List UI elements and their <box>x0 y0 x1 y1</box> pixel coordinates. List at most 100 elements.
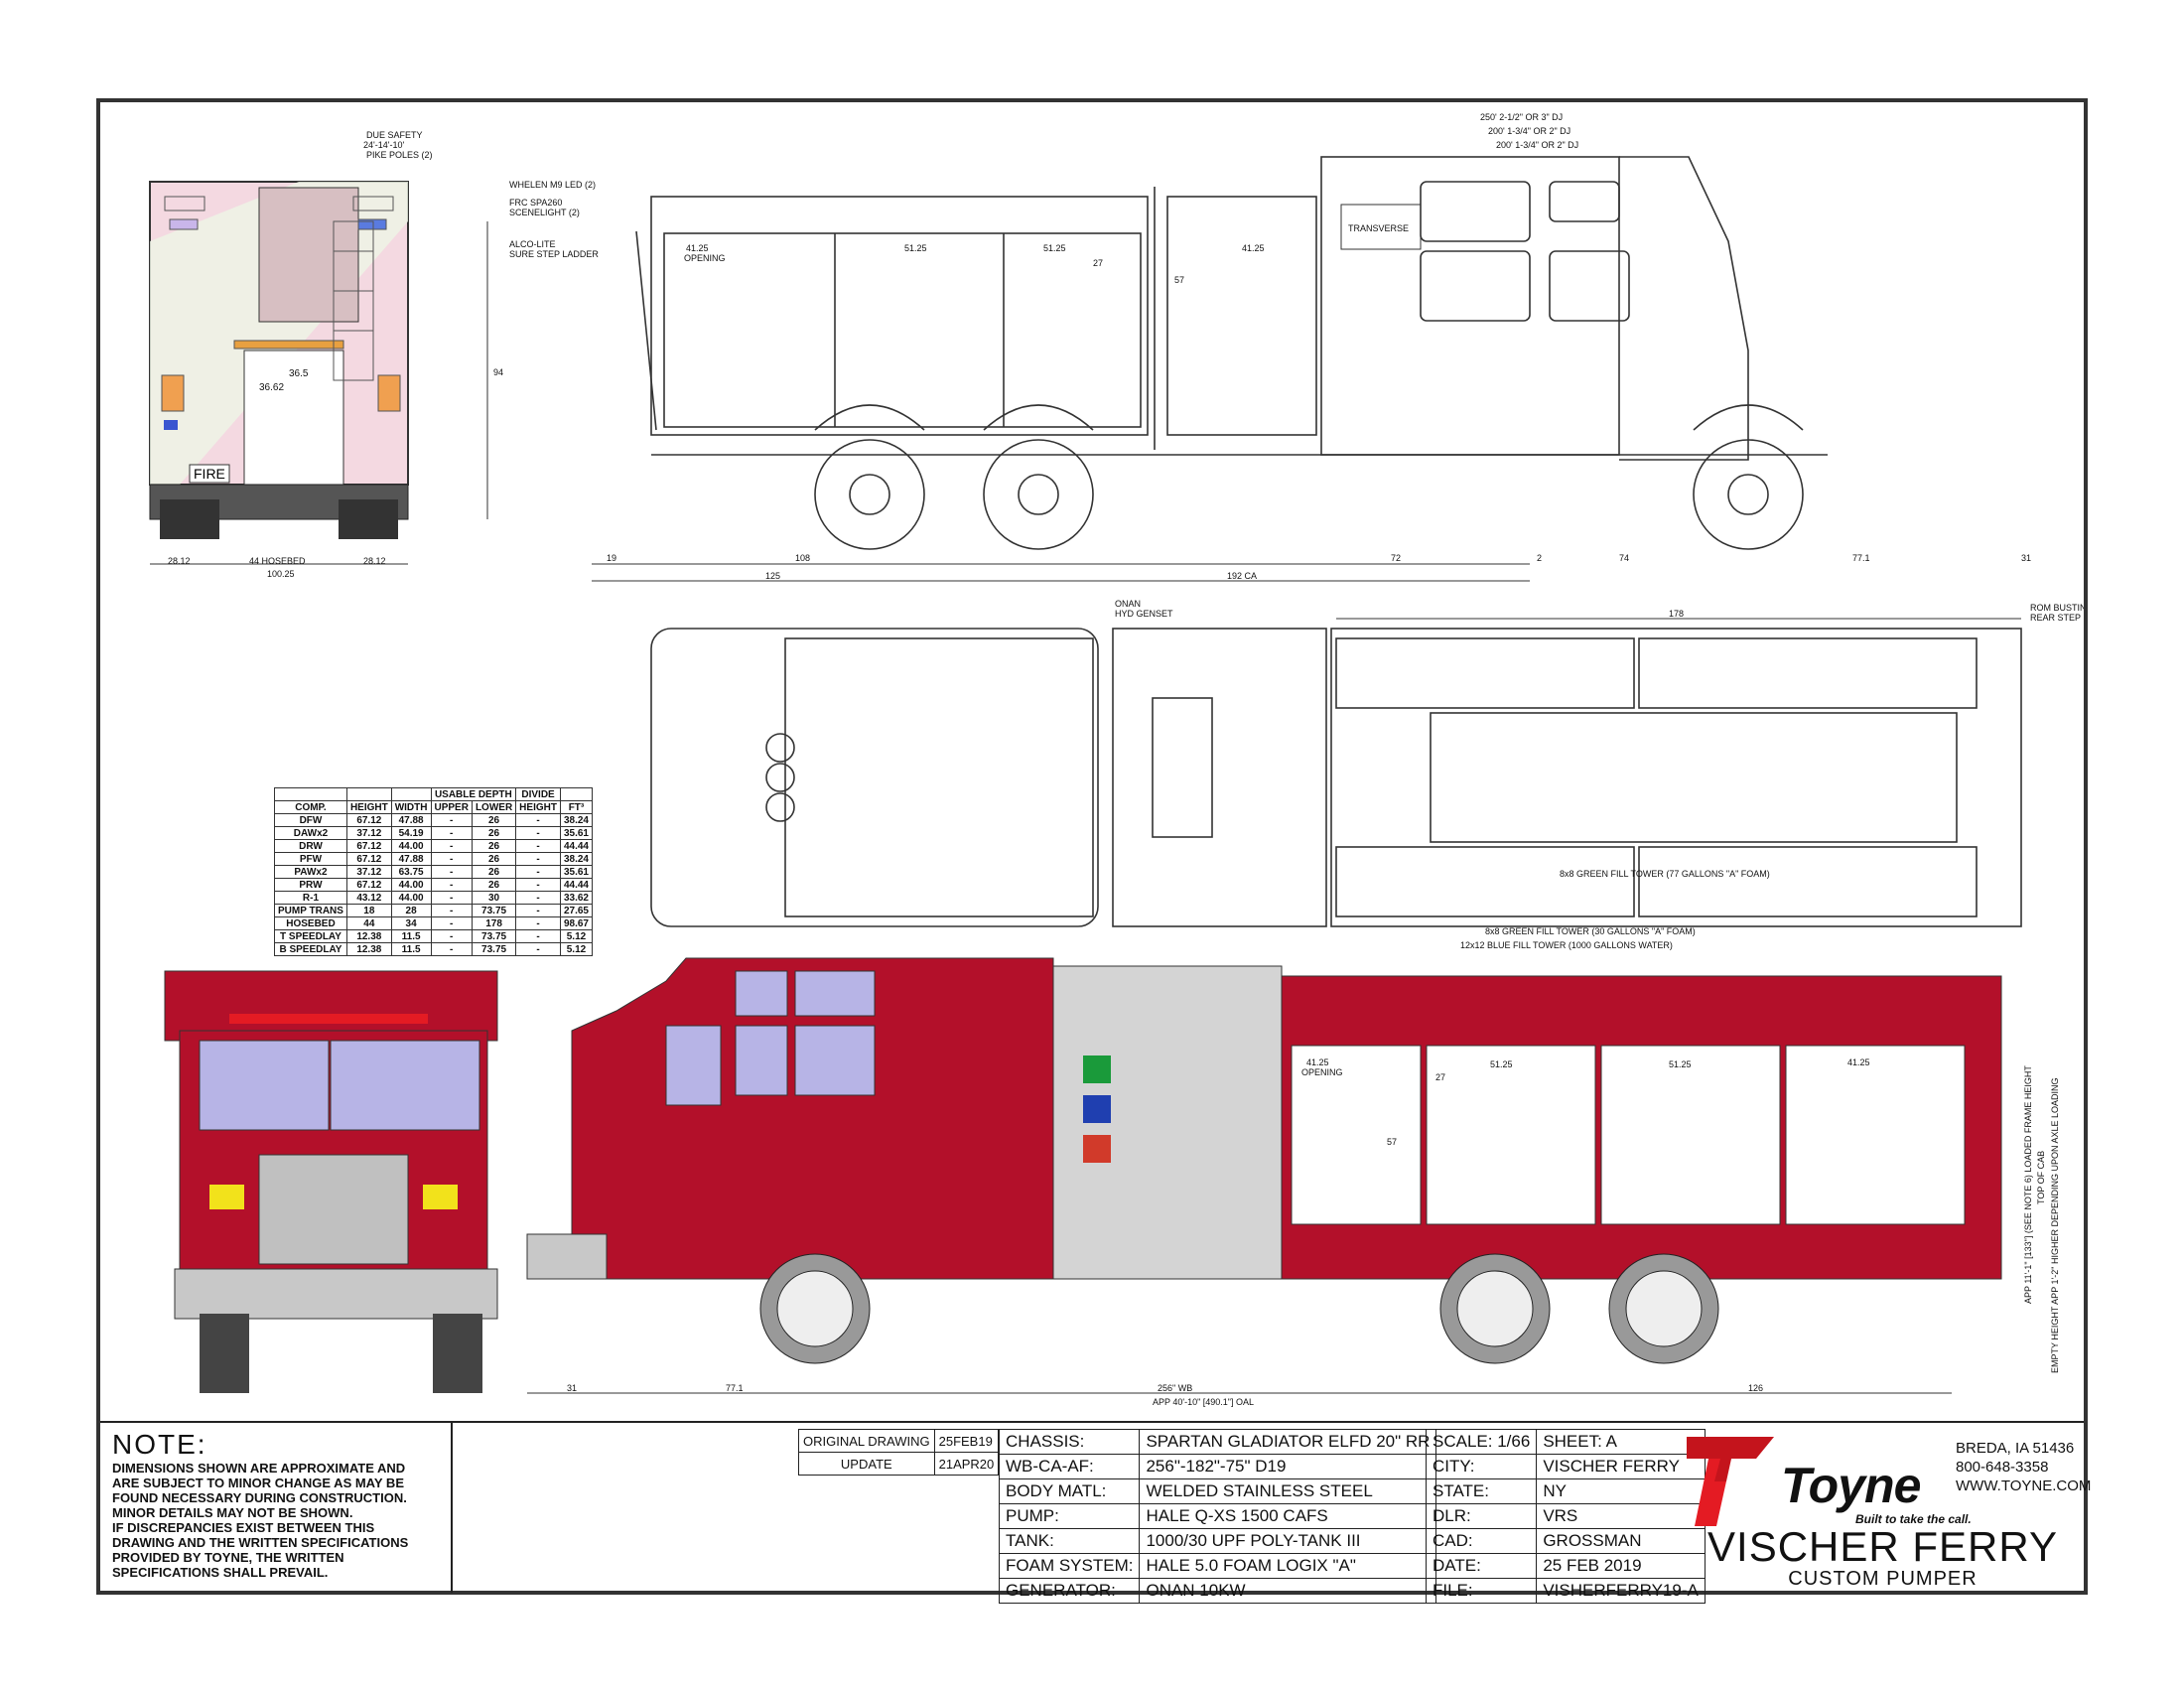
cell: DAWx2 <box>274 826 347 840</box>
customer-name: VISCHER FERRY <box>1707 1523 2058 1570</box>
cell: - <box>515 813 561 827</box>
info-row: CAD:GROSSMAN <box>1425 1528 1706 1554</box>
cell: 26 <box>471 852 517 866</box>
spec-key: BODY MATL: <box>998 1478 1141 1504</box>
callout-blue-1000: 12x12 BLUE FILL TOWER (1000 GALLONS WATE… <box>1460 940 1673 950</box>
cell: 5.12 <box>559 942 593 956</box>
note-rom: ROM BUSTIN <box>2030 603 2084 613</box>
note-scenelight: SCENELIGHT (2) <box>509 208 580 217</box>
transverse-label: TRANSVERSE <box>1348 223 1409 233</box>
cell: 54.19 <box>390 826 432 840</box>
side-dim-72: 72 <box>1391 553 1401 563</box>
cell: 38.24 <box>559 813 593 827</box>
revision-label: UPDATE <box>798 1452 935 1476</box>
rear-view-notes: DUE SAFETY 24'-14'-10' PIKE POLES (2) WH… <box>363 130 599 259</box>
info-row: FILE:VISHERFERRY19-A <box>1425 1578 1706 1604</box>
cell: B SPEEDLAY <box>274 942 347 956</box>
cell: DRW <box>274 839 347 853</box>
cell: - <box>515 878 561 892</box>
side-dim-125: 125 <box>765 571 780 581</box>
note-pike-poles: PIKE POLES (2) <box>366 150 433 160</box>
drawing-area: FIRE 36.5 36.62 28.12 44 HOSEBED 28.12 1… <box>149 112 2084 1407</box>
note-pike-len: 24'-14'-10' <box>363 140 404 150</box>
side-dim-108: 108 <box>795 553 810 563</box>
info-scale: SCALE: 1/66 <box>1425 1429 1538 1455</box>
cell: - <box>430 942 473 956</box>
note-text: DIMENSIONS SHOWN ARE APPROXIMATE AND ARE… <box>112 1461 409 1580</box>
side-opening-4: 27 <box>1093 258 1103 268</box>
top-dim: 178 <box>1669 609 1684 619</box>
dim-right: 28.12 <box>363 556 386 566</box>
comp-h1-2 <box>390 787 432 801</box>
color-dim-wb: 256" WB <box>1158 1383 1192 1393</box>
color-opening-2: 27 <box>1435 1072 1445 1082</box>
info-key: SCALE: <box>1433 1432 1493 1451</box>
cell: 34 <box>390 916 432 930</box>
revision-date: 25FEB19 <box>933 1429 1000 1453</box>
note-alco: ALCO-LITE <box>509 239 556 249</box>
rear-height-b-label: 36.62 <box>259 382 284 393</box>
spec-value: HALE 5.0 FOAM LOGIX "A" <box>1139 1553 1437 1579</box>
cell: 37.12 <box>345 865 392 879</box>
note-due-safety: DUE SAFETY <box>366 130 423 140</box>
hose-note-2: 200' 1-3/4" OR 2" DJ <box>1488 126 1570 136</box>
drawing-sheet: FIRE 36.5 36.62 28.12 44 HOSEBED 28.12 1… <box>96 98 2091 1604</box>
cell: 35.61 <box>559 826 593 840</box>
cell: - <box>515 942 561 956</box>
comp-h1-1 <box>345 787 392 801</box>
revision-row: ORIGINAL DRAWING 25FEB19 <box>798 1429 1000 1453</box>
spec-row: GENERATOR:ONAN 10KW <box>998 1578 1437 1604</box>
cell: 12.38 <box>345 929 392 943</box>
side-dim-74: 74 <box>1619 553 1629 563</box>
note-onan: ONAN <box>1115 599 1141 609</box>
fire-label: FIRE <box>194 466 225 482</box>
cell: - <box>430 813 473 827</box>
color-dim-126: 126 <box>1748 1383 1763 1393</box>
cell: - <box>430 852 473 866</box>
info-value: VISCHER FERRY <box>1536 1454 1706 1479</box>
cell: PAWx2 <box>274 865 347 879</box>
cell: - <box>430 904 473 917</box>
cell: T SPEEDLAY <box>274 929 347 943</box>
color-side-view <box>526 957 2002 1364</box>
spec-row: FOAM SYSTEM:HALE 5.0 FOAM LOGIX "A" <box>998 1553 1437 1579</box>
info-key: FILE: <box>1425 1578 1538 1604</box>
cell: 44.44 <box>559 878 593 892</box>
spec-key: GENERATOR: <box>998 1578 1141 1604</box>
cell: 18 <box>345 904 392 917</box>
cell: 33.62 <box>559 891 593 905</box>
comp-h2-5: HEIGHT <box>515 800 561 814</box>
color-opening-1: 41.25 <box>1306 1057 1329 1067</box>
side-view-line <box>635 156 1828 550</box>
cell: 26 <box>471 865 517 879</box>
info-value: VRS <box>1536 1503 1706 1529</box>
note-genset: HYD GENSET <box>1115 609 1173 619</box>
info-key: CAD: <box>1425 1528 1538 1554</box>
cell: - <box>430 826 473 840</box>
cell: 67.12 <box>345 839 392 853</box>
revision-table: ORIGINAL DRAWING 25FEB19 UPDATE 21APR20 <box>798 1429 1000 1476</box>
cell: 73.75 <box>471 929 517 943</box>
cell: - <box>430 865 473 879</box>
cell: 27.65 <box>559 904 593 917</box>
title-block: NOTE: DIMENSIONS SHOWN ARE APPROXIMATE A… <box>100 1421 2091 1604</box>
cell: 26 <box>471 839 517 853</box>
info-key: DATE: <box>1425 1553 1538 1579</box>
color-dim-oal: APP 40'-10" [490.1"] OAL <box>1153 1397 1254 1407</box>
side-dim-19: 19 <box>607 553 616 563</box>
spec-key: PUMP: <box>998 1503 1141 1529</box>
comp-h2-0: COMP. <box>274 800 347 814</box>
hose-note-3: 200' 1-3/4" OR 2" DJ <box>1496 140 1578 150</box>
cell: - <box>430 916 473 930</box>
cell: DFW <box>274 813 347 827</box>
revision-label: ORIGINAL DRAWING <box>798 1429 935 1453</box>
comp-h2-2: WIDTH <box>390 800 432 814</box>
side-opening-1: 41.25 <box>686 243 709 253</box>
spec-key: CHASSIS: <box>998 1429 1141 1455</box>
spec-value: SPARTAN GLADIATOR ELFD 20" RR <box>1139 1429 1437 1455</box>
color-side-labels: 41.25 27 51.25 51.25 41.25 57 OPENING AP… <box>527 1057 2060 1407</box>
